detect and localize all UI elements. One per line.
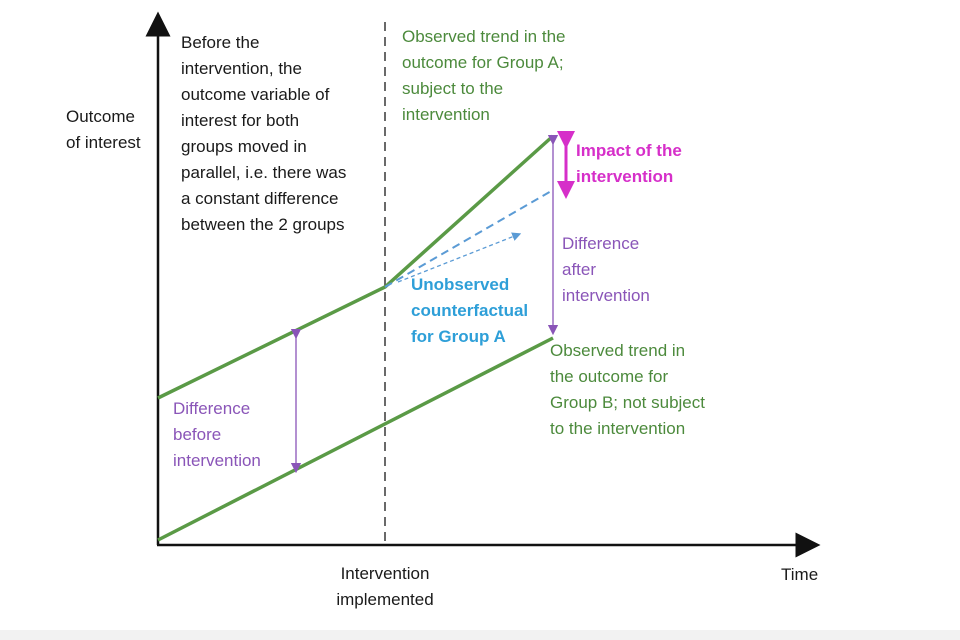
group-b-label-line: to the intervention xyxy=(550,419,686,438)
note-line: between the 2 groups xyxy=(181,215,345,234)
note-line: a constant difference xyxy=(181,189,339,208)
counterfactual-label: Unobserved counterfactual for Group A xyxy=(411,272,528,350)
group-a-label: Observed trend in the outcome for Group … xyxy=(402,24,565,128)
group-a-label-line: intervention xyxy=(402,105,490,124)
group-a-label-line: subject to the xyxy=(402,79,504,98)
note-line: parallel, i.e. there was xyxy=(181,163,347,182)
counterfactual-label-line: counterfactual xyxy=(411,301,529,320)
group-a-label-line: Observed trend in the xyxy=(402,27,566,46)
group-b-label-line: Group B; not subject xyxy=(550,393,705,412)
group-b-line xyxy=(157,336,554,542)
intervention-label: Intervention implemented xyxy=(325,561,445,613)
difference-after-label: Difference after intervention xyxy=(562,231,650,309)
group-a-label-line: outcome for Group A; xyxy=(402,53,564,72)
impact-label-line: Impact of the xyxy=(576,141,682,160)
note-line: Before the xyxy=(181,33,260,52)
counterfactual-line xyxy=(384,189,554,288)
bottom-strip xyxy=(0,630,960,640)
difference-before-label: Difference before intervention xyxy=(173,396,261,474)
note-line: intervention, the xyxy=(181,59,302,78)
x-axis-label: Time xyxy=(781,565,819,584)
note-line: interest for both xyxy=(181,111,300,130)
group-b-label-line: the outcome for xyxy=(550,367,669,386)
counterfactual-label-line: Unobserved xyxy=(411,275,510,294)
group-b-label-line: Observed trend in xyxy=(550,341,686,360)
intervention-label-line: implemented xyxy=(336,590,434,609)
group-b-label: Observed trend in the outcome for Group … xyxy=(550,338,705,442)
difference-before-line: before xyxy=(173,425,222,444)
note-line: groups moved in xyxy=(181,137,307,156)
difference-after-line: after xyxy=(562,260,597,279)
difference-after-line: intervention xyxy=(562,286,650,305)
impact-label-line: intervention xyxy=(576,167,674,186)
note-line: outcome variable of xyxy=(181,85,330,104)
before-intervention-note: Before the intervention, the outcome var… xyxy=(181,30,346,238)
difference-before-line: Difference xyxy=(173,399,251,418)
counterfactual-label-line: for Group A xyxy=(411,327,506,346)
intervention-label-line: Intervention xyxy=(340,564,430,583)
y-axis-label-line: Outcome xyxy=(66,107,135,126)
y-axis-label: Outcome of interest xyxy=(66,104,141,156)
difference-after-line: Difference xyxy=(562,234,640,253)
y-axis-label-line: of interest xyxy=(66,133,141,152)
difference-before-line: intervention xyxy=(173,451,261,470)
impact-label: Impact of the intervention xyxy=(576,138,682,190)
counterfactual-pointer xyxy=(397,232,522,283)
